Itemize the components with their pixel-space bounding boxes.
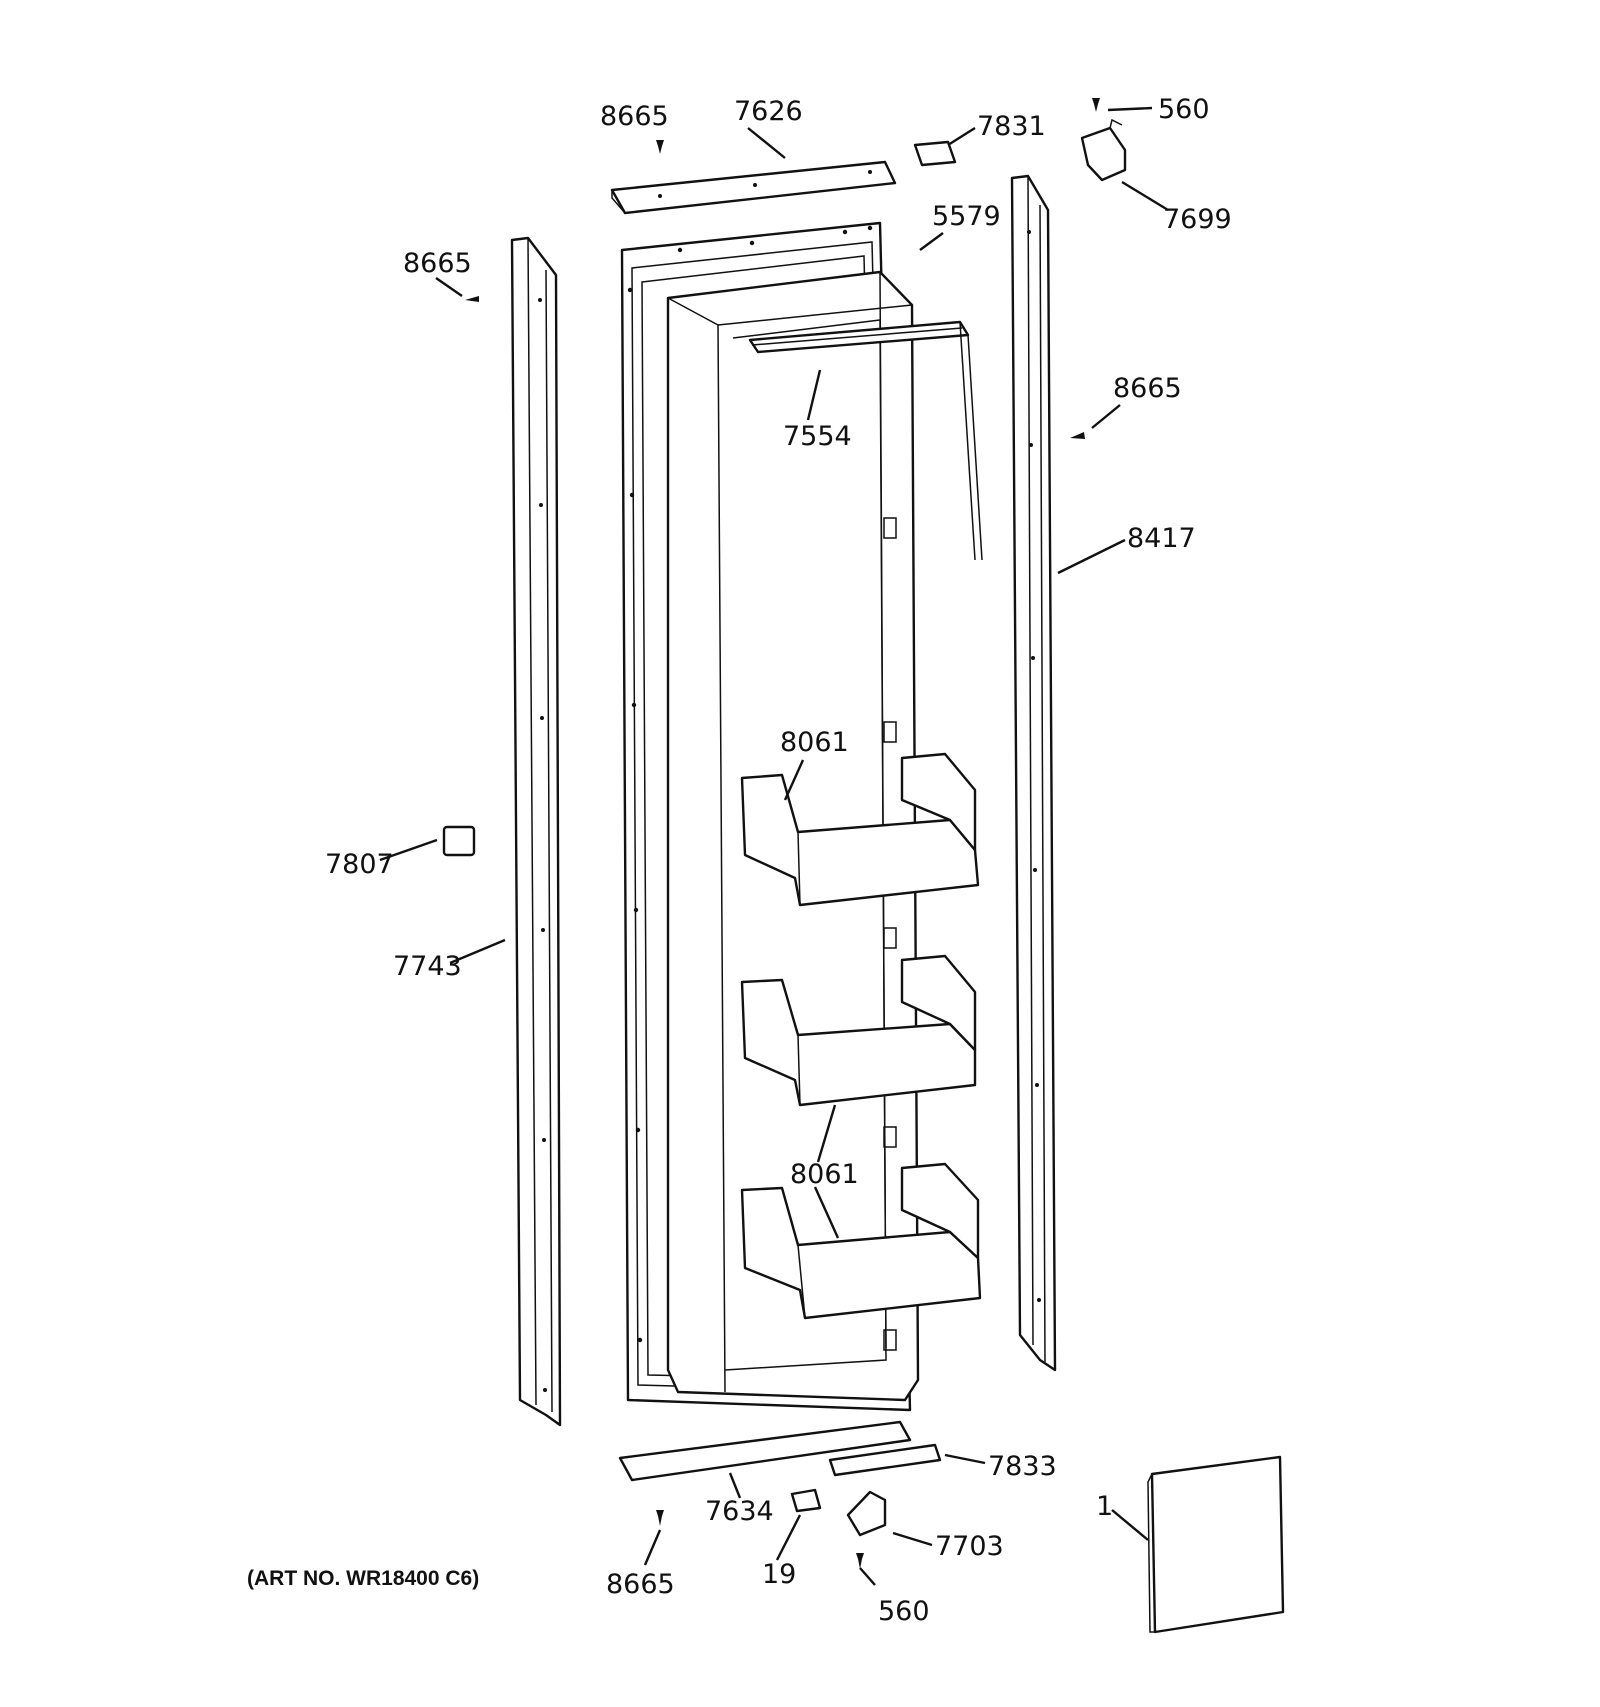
- bottom-hinge-7703: [846, 1490, 887, 1537]
- label-8417: 8417: [1127, 523, 1196, 554]
- label-7634: 7634: [705, 1496, 774, 1527]
- art-number: (ART NO. WR18400 C6): [247, 1567, 479, 1590]
- door-bin-2: [740, 954, 977, 1107]
- bottom-cap-7634: [618, 1420, 912, 1482]
- label-7743: 7743: [393, 951, 462, 982]
- label-7807: 7807: [325, 849, 394, 880]
- label-560-bottom: 560: [878, 1596, 930, 1627]
- leader-lines: [379, 106, 1169, 1586]
- trim-strip-8417: [1010, 174, 1057, 1372]
- label-7554: 7554: [783, 421, 852, 452]
- label-8665-right: 8665: [1113, 373, 1182, 404]
- label-1: 1: [1096, 1491, 1113, 1522]
- owners-manual-1: [1147, 1455, 1285, 1634]
- hinge-7699: [1080, 118, 1127, 182]
- bottom-bracket-7833: [828, 1443, 942, 1477]
- mullion-strip-7743: [510, 236, 562, 1427]
- label-8061-top: 8061: [780, 727, 849, 758]
- clip-19: [790, 1488, 822, 1513]
- label-8665-top: 8665: [600, 101, 669, 132]
- label-560-top: 560: [1158, 94, 1210, 125]
- screw-icons: [465, 98, 1100, 1569]
- foam-block-7807: [442, 825, 476, 857]
- gasket-7554: [748, 320, 983, 561]
- label-8665-left: 8665: [403, 248, 472, 279]
- door-bin-3: [740, 1162, 982, 1320]
- label-7703: 7703: [935, 1531, 1004, 1562]
- part-labels: 8665 7626 7831 560 7699 5579 8665 8665 7…: [247, 94, 1232, 1627]
- label-8061-bottom: 8061: [790, 1159, 859, 1190]
- label-7699: 7699: [1163, 204, 1232, 235]
- label-8665-bottom: 8665: [606, 1569, 675, 1600]
- label-19: 19: [762, 1559, 796, 1590]
- label-7833: 7833: [988, 1451, 1057, 1482]
- label-5579: 5579: [932, 201, 1001, 232]
- label-7831: 7831: [977, 111, 1046, 142]
- label-7626: 7626: [734, 96, 803, 127]
- top-cap-7626: [610, 160, 897, 215]
- door-bin-1: [740, 752, 980, 907]
- bracket-7831: [913, 140, 957, 167]
